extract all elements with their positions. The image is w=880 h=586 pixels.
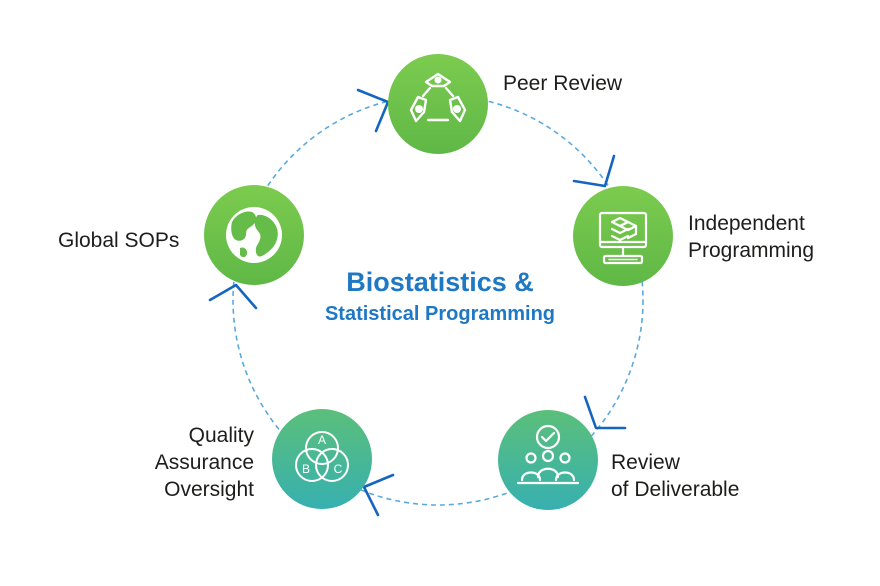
node-peer-review-circle	[388, 54, 488, 154]
label-global-sops: Global SOPs	[58, 227, 179, 254]
label-peer-review: Peer Review	[503, 70, 622, 97]
cycle-arrows	[208, 88, 627, 517]
label-quality-assurance-oversight: Quality Assurance Oversight	[120, 422, 254, 503]
label-independent-programming: Independent Programming	[688, 210, 814, 264]
label-global-sops-line-1: Global SOPs	[58, 229, 180, 252]
center-subtitle: Statistical Programming	[324, 303, 556, 325]
computer-layers-icon	[598, 211, 648, 265]
node-peer-review	[388, 54, 488, 154]
arrow-to-quality-assurance	[362, 473, 395, 517]
arrow-to-review-of-deliverable	[583, 395, 627, 430]
globe-icon	[226, 207, 282, 263]
venn-abc-icon: A B C	[295, 431, 349, 482]
label-quality-assurance-line-1: Quality	[188, 424, 254, 447]
venn-letter-a: A	[318, 433, 326, 447]
arrow-to-independent-programming	[572, 154, 616, 188]
label-review-of-deliverable-line-2: of Deliverable	[611, 478, 740, 501]
recycle-arrows-icon	[409, 72, 467, 123]
node-quality-assurance-oversight: A B C	[272, 409, 372, 509]
arrow-to-peer-review	[356, 88, 390, 133]
arrow-to-global-sops	[208, 283, 258, 310]
label-review-of-deliverable: Review of Deliverable	[611, 449, 739, 503]
team-checkmark-icon	[516, 424, 580, 485]
node-independent-programming	[573, 186, 673, 286]
venn-letter-b: B	[302, 462, 310, 476]
label-review-of-deliverable-line-1: Review	[611, 451, 680, 474]
label-independent-programming-line-2: Programming	[688, 239, 815, 262]
label-independent-programming-line-1: Independent	[688, 212, 805, 235]
center-title: Biostatistics &	[346, 267, 534, 297]
node-global-sops	[204, 185, 304, 285]
venn-letter-c: C	[334, 462, 343, 476]
label-peer-review-line-1: Peer Review	[503, 72, 623, 95]
node-independent-programming-circle	[573, 186, 673, 286]
label-quality-assurance-line-3: Oversight	[164, 478, 254, 501]
node-review-of-deliverable	[498, 410, 598, 510]
node-quality-assurance-circle	[272, 409, 372, 509]
label-quality-assurance-line-2: Assurance	[154, 451, 254, 474]
